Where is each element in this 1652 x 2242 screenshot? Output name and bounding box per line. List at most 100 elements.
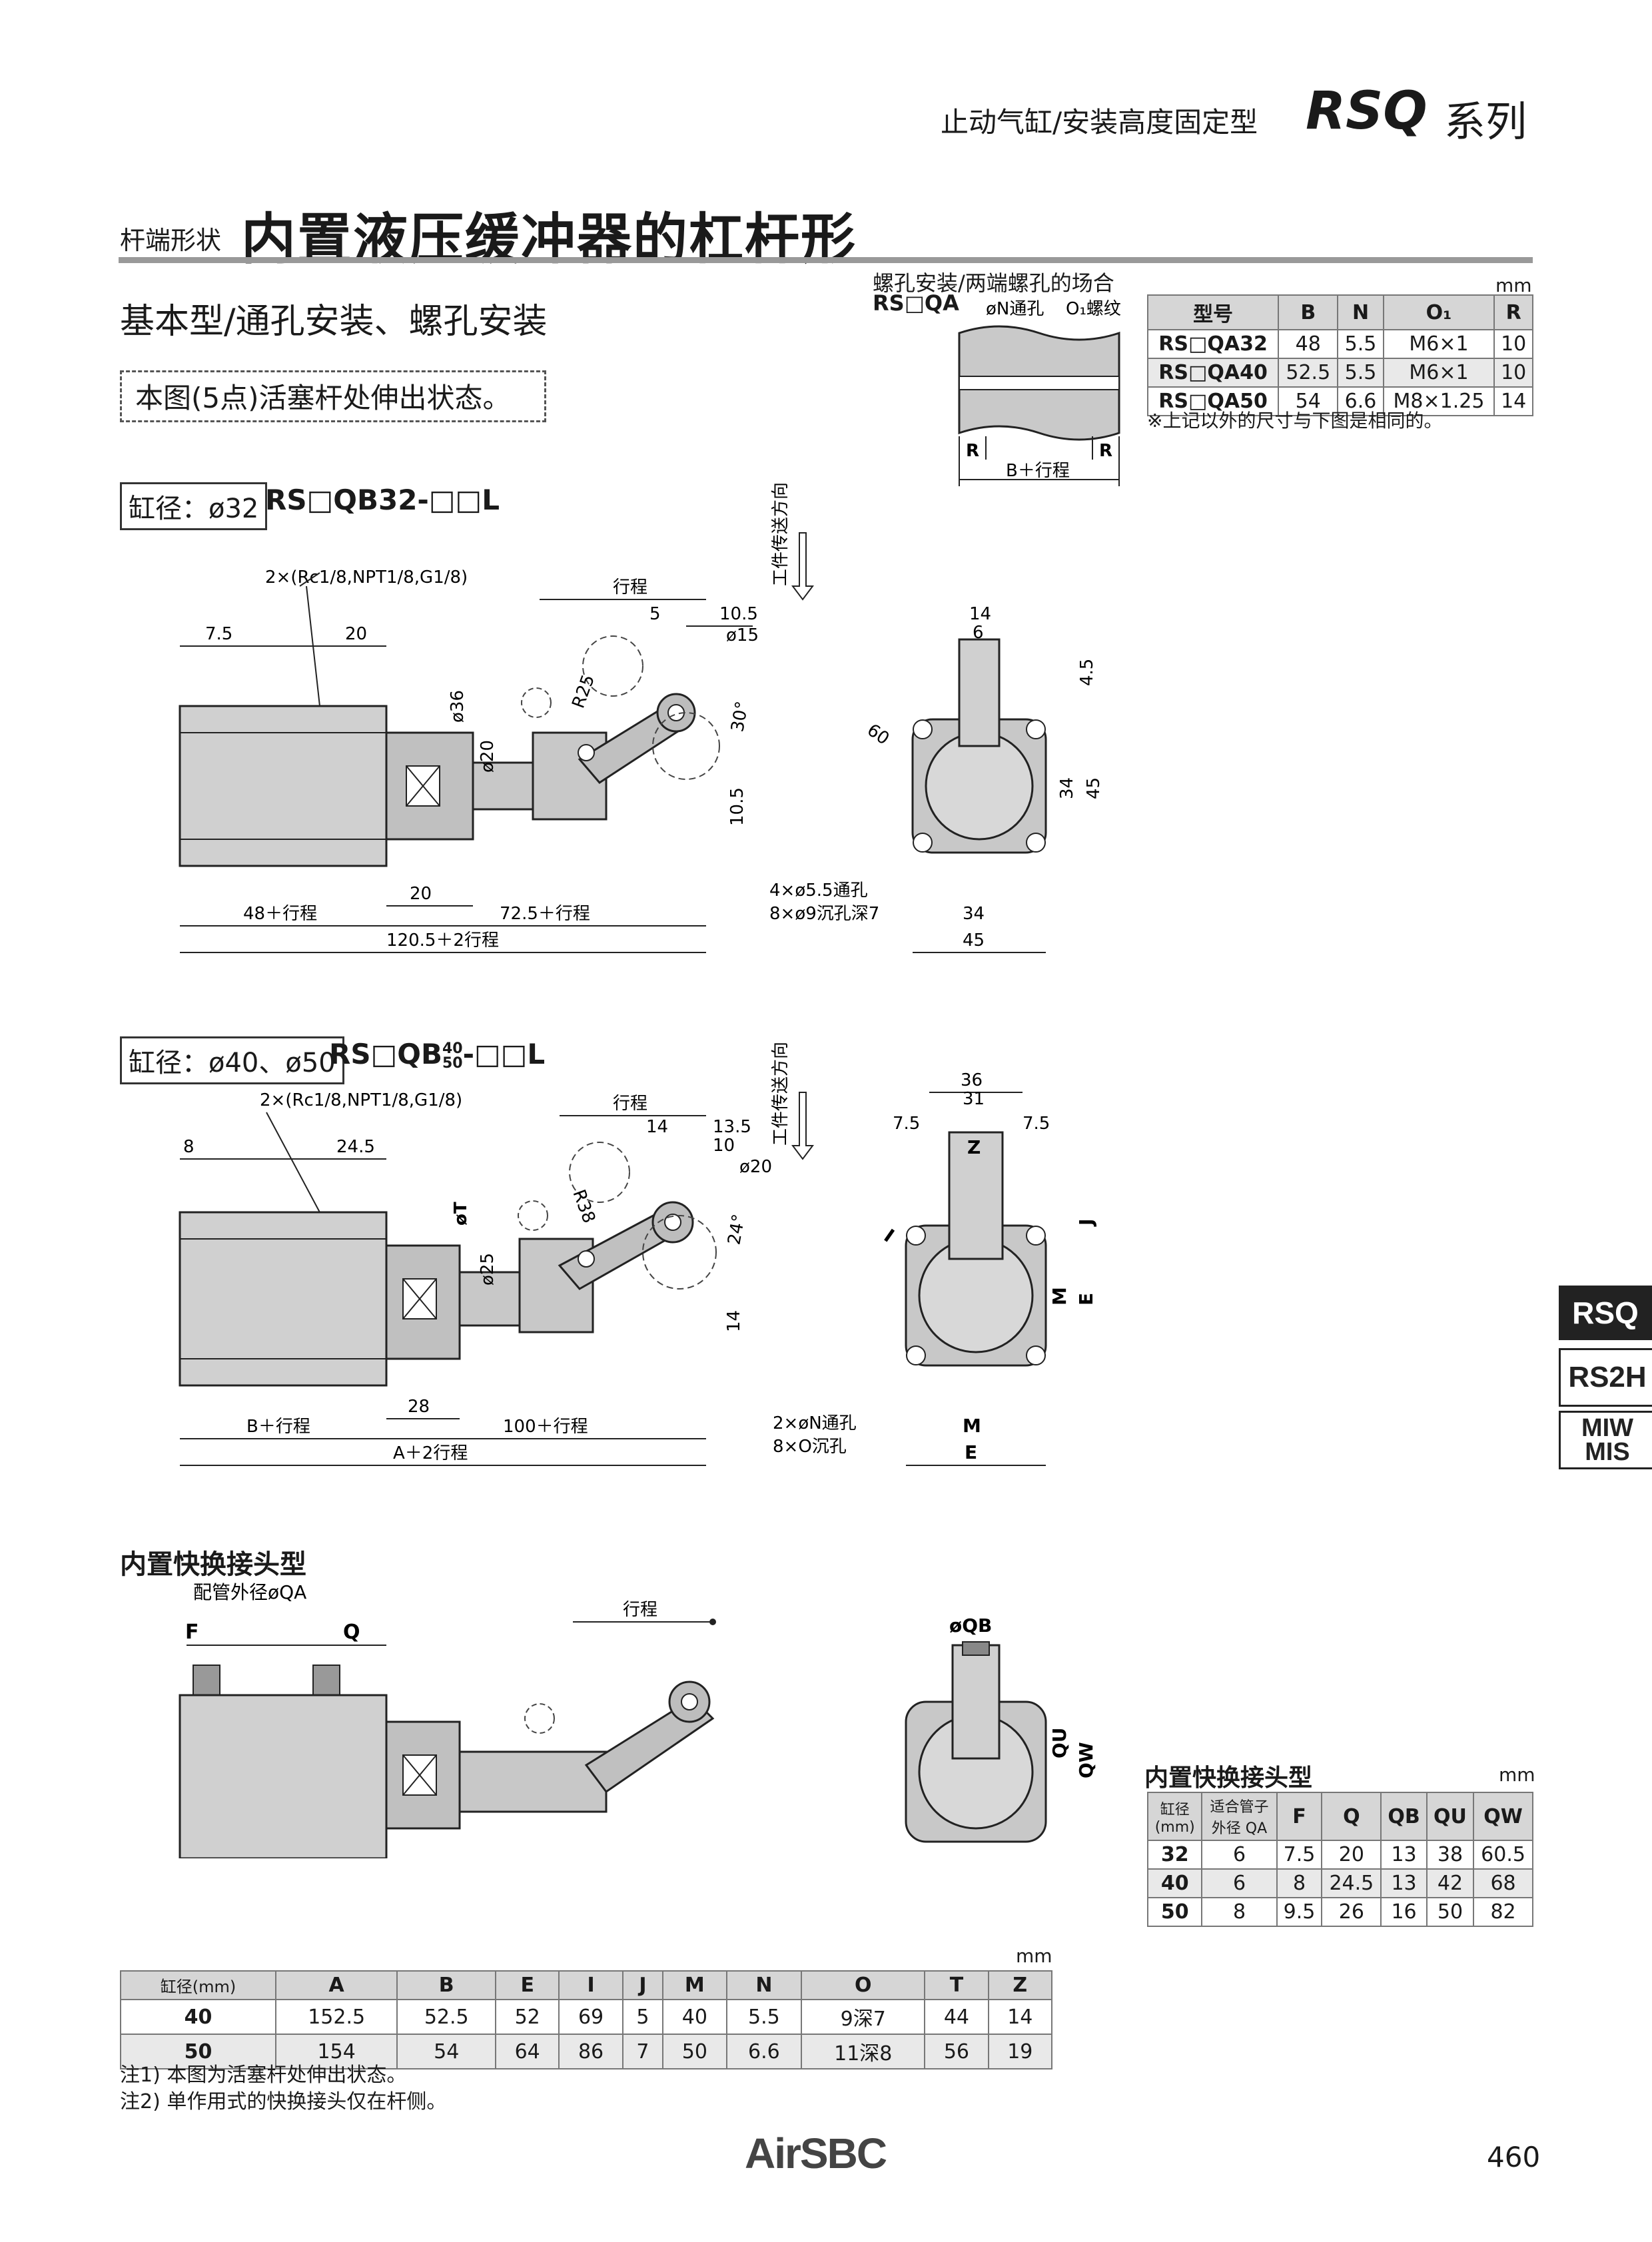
dim-table-unit: mm xyxy=(1016,1945,1052,1967)
bore4050-r38: R38 xyxy=(568,1187,599,1226)
table-cell: RS□QA50 xyxy=(1146,386,1280,416)
bore4050-d31: 31 xyxy=(963,1089,985,1109)
table-header-cell: F xyxy=(1276,1792,1323,1841)
table-cell: 50 xyxy=(662,2034,727,2069)
table-cell: RS□QA32 xyxy=(1146,329,1280,359)
table-cell: 16 xyxy=(1380,1897,1428,1927)
table-header-cell: 型号 xyxy=(1146,294,1280,330)
bore32-drawing: 工件传送方向 2×(Rc1/8,NPT1/8,G1/8) 7.5 20 行程 5… xyxy=(179,482,1104,953)
quick-table-title: 内置快换接头型 xyxy=(1144,1764,1313,1792)
table-header-cell: O xyxy=(801,1970,926,2000)
bore4050-holes2: 8×O沉孔 xyxy=(773,1437,847,1457)
table-cell: 42 xyxy=(1426,1868,1475,1898)
table-cell: 40 xyxy=(662,1999,727,2035)
table-header-cell: QW xyxy=(1473,1792,1533,1841)
table-header-cell: 缸径(mm) xyxy=(1146,1792,1203,1841)
quick-qu: QU xyxy=(1048,1727,1070,1758)
tap-o-label: O₁螺纹 xyxy=(1066,299,1121,319)
side-tab-rsq[interactable]: RSQ xyxy=(1559,1286,1652,1340)
table-cell: 20 xyxy=(1321,1840,1382,1870)
table-header-cell: N xyxy=(725,1970,803,2000)
bore4050-j: J xyxy=(1075,1219,1097,1227)
table-cell: 8 xyxy=(1276,1868,1323,1898)
bore32-r25: R25 xyxy=(568,672,599,711)
bore32-phi36: ø36 xyxy=(448,690,468,723)
bore4050-drawing: 工件传送方向 2×(Rc1/8,NPT1/8,G1/8) 8 24.5 行程 1… xyxy=(179,1042,1097,1466)
quick-title: 内置快换接头型 xyxy=(120,1549,306,1580)
bore4050-d13-5: 13.5 xyxy=(713,1117,751,1137)
side-tab-miw-mis[interactable]: MIW MIS xyxy=(1559,1411,1652,1469)
bore4050-model-top: 40 xyxy=(442,1040,463,1057)
table-header-cell: J xyxy=(621,1970,664,2000)
table-cell: 54 xyxy=(396,2034,497,2069)
tap-table-unit: mm xyxy=(1495,274,1532,296)
quick-f: F xyxy=(185,1621,199,1644)
bore4050-d10: 10 xyxy=(713,1136,735,1156)
quick-qw: QW xyxy=(1075,1742,1097,1778)
bore4050-holes1: 2×øN通孔 xyxy=(773,1413,857,1433)
table-header-cell: O₁ xyxy=(1382,294,1495,330)
bore4050-z: Z xyxy=(967,1136,981,1158)
table-header-cell: T xyxy=(924,1970,989,2000)
quick-qa-label: 配管外径øQA xyxy=(193,1581,306,1603)
side-tab-rs2h[interactable]: RS2H xyxy=(1559,1348,1652,1407)
bore32-d5: 5 xyxy=(649,604,661,624)
bore32-d7-5: 7.5 xyxy=(205,624,232,644)
table-header-cell: N xyxy=(1337,294,1384,330)
quick-stroke: 行程 xyxy=(623,1600,657,1620)
table-cell: 13 xyxy=(1380,1840,1428,1870)
series-name: RSQ xyxy=(1306,81,1428,141)
bore32-d10-5: 10.5 xyxy=(719,604,758,624)
table-cell: 9.5 xyxy=(1276,1897,1323,1927)
bore32-d45v: 45 xyxy=(1084,777,1104,799)
bore4050-eh: E xyxy=(965,1441,977,1463)
side-tab-mis-label: MIS xyxy=(1585,1438,1630,1466)
quick-qb: øQB xyxy=(949,1615,992,1637)
bore32-phi15: ø15 xyxy=(726,625,759,645)
side-tab-miw-label: MIW xyxy=(1581,1414,1634,1442)
bore4050-phiT: øT xyxy=(451,1202,471,1226)
table-header-cell: R xyxy=(1493,294,1533,330)
table-cell: 68 xyxy=(1473,1868,1533,1898)
table-header-cell: B xyxy=(1278,294,1339,330)
bore4050-label: 缸径：ø40、ø50 xyxy=(120,1036,344,1084)
bore32-model: RS□QB32-□□L xyxy=(265,484,500,516)
series-suffix: 系列 xyxy=(1444,97,1527,146)
title-prefix: 杆端形状 xyxy=(120,226,222,255)
table-cell: M8×1.25 xyxy=(1382,386,1495,416)
table-cell: 13 xyxy=(1380,1868,1428,1898)
table-cell: 50 xyxy=(1426,1897,1475,1927)
table-cell: 24.5 xyxy=(1321,1868,1382,1898)
bore4050-phi20: ø20 xyxy=(739,1157,772,1177)
tap-r-right: R xyxy=(1099,441,1112,461)
table-cell: 5.5 xyxy=(725,1999,803,2035)
header-subtitle: 止动气缸/安装高度固定型 xyxy=(941,106,1258,139)
bore4050-a24: 24° xyxy=(724,1213,749,1247)
bore4050-mh: M xyxy=(963,1415,981,1437)
tap-table-note: ※上记以外的尺寸与下图是相同的。 xyxy=(1147,410,1443,432)
bore4050-d24-5: 24.5 xyxy=(336,1137,375,1157)
quick-table-unit: mm xyxy=(1499,1764,1535,1786)
bore32-a30: 30° xyxy=(727,700,753,734)
table-cell: 44 xyxy=(924,1999,989,2035)
table-cell: 7 xyxy=(621,2034,664,2069)
table-cell: 6 xyxy=(1201,1840,1278,1870)
table-cell: M6×1 xyxy=(1382,329,1495,359)
bore32-d45h: 45 xyxy=(963,931,985,950)
table-cell: 50 xyxy=(120,2034,276,2069)
page-subtitle: 基本型/通孔安装、螺孔安装 xyxy=(120,302,548,342)
bore32-d20a: 20 xyxy=(345,624,367,644)
table-cell: 54 xyxy=(1278,386,1339,416)
bore4050-total: A＋2行程 xyxy=(393,1443,468,1463)
state-note: 本图(5点)活塞杆处伸出状态。 xyxy=(120,370,546,422)
table-cell: 19 xyxy=(987,2034,1053,2069)
